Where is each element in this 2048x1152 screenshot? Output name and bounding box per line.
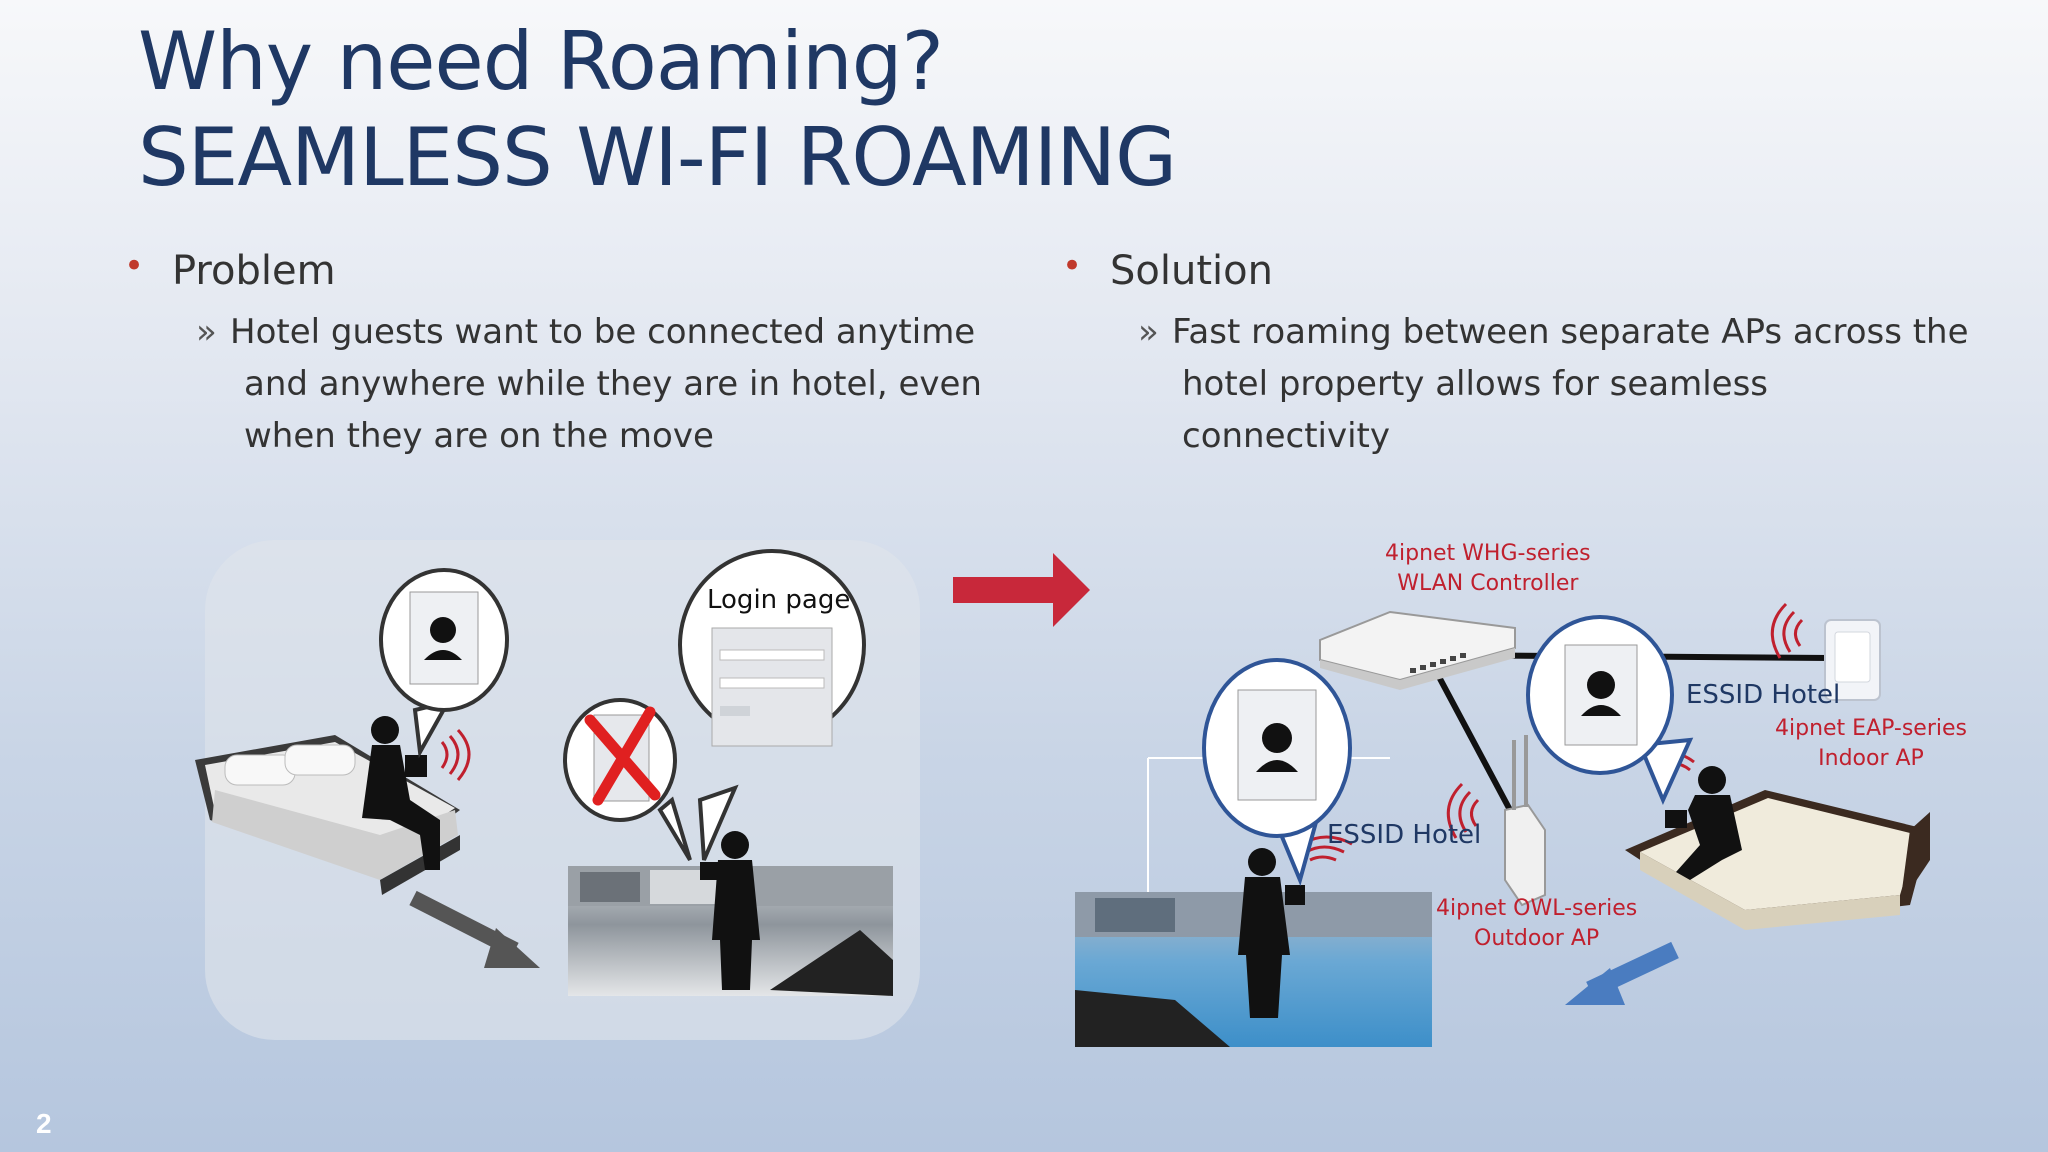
bullet-dot: • bbox=[124, 246, 145, 286]
controller-line-2: WLAN Controller bbox=[1397, 571, 1579, 596]
speech-bubble-connected bbox=[1202, 658, 1352, 887]
problem-line-2: and anywhere while they are in hotel, ev… bbox=[244, 364, 982, 404]
wifi-signal-icon bbox=[1446, 782, 1480, 839]
bed-image bbox=[195, 735, 460, 895]
outdoor-ap-line-2: Outdoor AP bbox=[1474, 926, 1600, 951]
indoor-ap-line-2: Indoor AP bbox=[1818, 746, 1924, 771]
outdoor-ap-line-1: 4ipnet OWL-series bbox=[1436, 896, 1638, 921]
indoor-ap-line-1: 4ipnet EAP-series bbox=[1775, 716, 1967, 741]
guest-silhouette bbox=[362, 716, 440, 870]
problem-heading: Problem bbox=[172, 248, 336, 294]
arrow-icon bbox=[409, 890, 540, 968]
speech-bubble-failed bbox=[563, 698, 692, 862]
x-mark-icon bbox=[584, 706, 661, 806]
guest-silhouette bbox=[700, 831, 760, 990]
speech-bubble-connected bbox=[379, 568, 509, 759]
problem-line-1: Hotel guests want to be connected anytim… bbox=[230, 312, 976, 352]
problem-text: » Hotel guests want to be connected anyt… bbox=[196, 306, 982, 462]
arrow-icon bbox=[1565, 941, 1679, 1005]
wifi-signal-icon bbox=[1770, 602, 1804, 659]
problem-bullet: • Problem bbox=[124, 246, 336, 294]
solution-text: » Fast roaming between separate APs acro… bbox=[1138, 306, 1972, 462]
solution-line-2: hotel property allows for seamless bbox=[1182, 364, 1769, 404]
page-number: 2 bbox=[36, 1108, 52, 1139]
wlan-controller-device bbox=[1319, 610, 1516, 690]
indoor-ap-label: 4ipnet EAP-series Indoor AP bbox=[1775, 714, 1967, 774]
controller-label: 4ipnet WHG-series WLAN Controller bbox=[1385, 539, 1591, 599]
slide-title: Why need Roaming? SEAMLESS WI-FI ROAMING bbox=[138, 14, 1177, 206]
guest-silhouette bbox=[1238, 848, 1305, 1018]
chevron-icon: » bbox=[1138, 312, 1159, 352]
bullet-dot: • bbox=[1062, 246, 1083, 286]
essid-label: ESSID Hotel bbox=[1686, 680, 1841, 710]
title-line-2: SEAMLESS WI-FI ROAMING bbox=[138, 111, 1177, 204]
chevron-icon: » bbox=[196, 312, 217, 352]
solution-bullet: • Solution bbox=[1062, 246, 1273, 294]
right-arrow-icon bbox=[953, 553, 1090, 627]
controller-line-1: 4ipnet WHG-series bbox=[1385, 541, 1591, 566]
speech-bubble-login bbox=[678, 549, 866, 861]
speech-bubble-connected bbox=[1526, 615, 1694, 806]
solution-heading: Solution bbox=[1110, 248, 1273, 294]
outdoor-ap-device bbox=[1504, 735, 1546, 907]
outdoor-ap-label: 4ipnet OWL-series Outdoor AP bbox=[1436, 894, 1637, 954]
wifi-signal-icon bbox=[440, 728, 471, 781]
solution-line-1: Fast roaming between separate APs across… bbox=[1172, 312, 1969, 352]
problem-line-3: when they are on the move bbox=[244, 416, 714, 456]
login-page-label: Login page bbox=[707, 585, 851, 615]
indoor-ap-device bbox=[1824, 619, 1881, 701]
solution-line-3: connectivity bbox=[1182, 416, 1391, 456]
title-line-1: Why need Roaming? bbox=[138, 15, 944, 108]
essid-label: ESSID Hotel bbox=[1327, 820, 1482, 850]
guest-silhouette bbox=[1665, 766, 1742, 880]
